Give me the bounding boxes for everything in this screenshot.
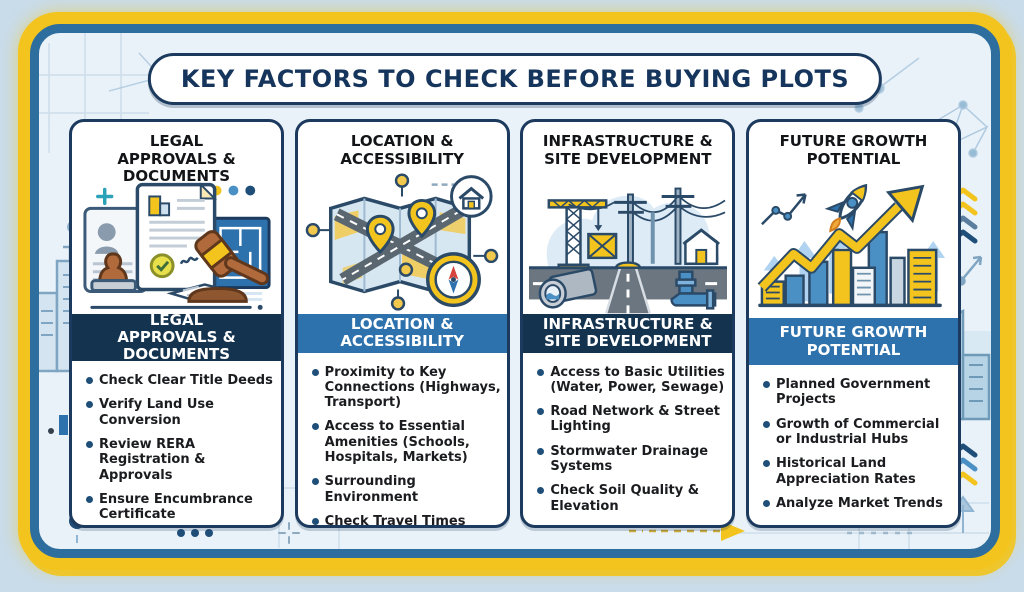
bullet-item: Review RERA Registration & Approvals — [85, 437, 276, 483]
card-bullet-list: Access to Basic Utilities (Water, Power,… — [523, 353, 732, 526]
bullet-item: Historical Land Appreciation Rates — [762, 456, 953, 487]
bullet-item: Analyze Market Trends — [762, 496, 953, 511]
legal-documents-gavel-illustration — [82, 182, 271, 310]
card-bullet-list: Check Clear Title Deeds Verify Land Use … — [72, 361, 281, 525]
card-banner-text: LEGAL APPROVALS & DOCUMENTS — [117, 310, 236, 364]
map-pins-compass-illustration — [305, 173, 499, 311]
card-banner: FUTURE GROWTH POTENTIAL — [748, 318, 958, 365]
bullet-item: Access to Essential Amenities (Schools, … — [311, 419, 502, 465]
card-banner-text: LOCATION & ACCESSIBILITY — [340, 315, 464, 351]
bullet-item: Growth of Commercial or Industrial Hubs — [762, 417, 953, 448]
card-banner: LOCATION & ACCESSIBILITY — [297, 314, 507, 353]
three-dots-icon — [177, 529, 213, 537]
bullet-item: Check Clear Title Deeds — [85, 373, 276, 388]
growth-bars-rocket-illustration — [758, 183, 946, 308]
bullet-item: Planned Government Projects — [762, 377, 953, 408]
card-header: LOCATION & ACCESSIBILITY — [298, 122, 507, 172]
card-banner-text: INFRASTRUCTURE & SITE DEVELOPMENT — [542, 315, 713, 351]
bullet-item: Road Network & Street Lighting — [536, 404, 727, 435]
card-infrastructure-development: INFRASTRUCTURE & SITE DEVELOPMENT — [520, 119, 736, 528]
card-legal-approvals: LEGAL APPROVALS & DOCUMENTS — [69, 119, 284, 528]
card-banner: INFRASTRUCTURE & SITE DEVELOPMENT — [523, 314, 733, 353]
card-bullet-list: Planned Government Projects Growth of Co… — [749, 365, 958, 525]
bullet-item: Ensure Encumbrance Certificate — [85, 492, 276, 523]
card-header-text: INFRASTRUCTURE & SITE DEVELOPMENT — [542, 132, 713, 168]
infographic-frame: KEY FACTORS TO CHECK BEFORE BUYING PLOTS… — [18, 12, 1012, 570]
bullet-item: Check Soil Quality & Elevation — [536, 483, 727, 514]
card-banner: LEGAL APPROVALS & DOCUMENTS — [72, 310, 281, 364]
card-header-text: LEGAL APPROVALS & DOCUMENTS — [117, 132, 236, 186]
bullet-item: Check Travel Times — [311, 514, 502, 525]
card-banner-text: FUTURE GROWTH POTENTIAL — [779, 323, 928, 359]
page-title: KEY FACTORS TO CHECK BEFORE BUYING PLOTS — [147, 53, 883, 105]
construction-site-road-illustration — [528, 187, 727, 314]
card-location-accessibility: LOCATION & ACCESSIBILITY — [294, 119, 510, 528]
bullet-item: Verify Land Use Conversion — [85, 397, 276, 428]
infographic-panel: KEY FACTORS TO CHECK BEFORE BUYING PLOTS… — [30, 24, 1000, 558]
factor-cards-row: LEGAL APPROVALS & DOCUMENTS — [69, 119, 961, 528]
card-header-text: LOCATION & ACCESSIBILITY — [340, 132, 464, 168]
card-header: INFRASTRUCTURE & SITE DEVELOPMENT — [523, 122, 732, 172]
bullet-item: Access to Basic Utilities (Water, Power,… — [536, 365, 727, 396]
bullet-item: Surrounding Environment — [311, 474, 502, 505]
card-header: LEGAL APPROVALS & DOCUMENTS — [72, 122, 281, 186]
card-header: FUTURE GROWTH POTENTIAL — [749, 122, 958, 172]
card-future-growth: FUTURE GROWTH POTENTIAL — [745, 119, 961, 528]
card-bullet-list: Proximity to Key Connections (Highways, … — [298, 353, 507, 525]
card-header-text: FUTURE GROWTH POTENTIAL — [779, 132, 928, 168]
bullet-item: Proximity to Key Connections (Highways, … — [311, 365, 502, 411]
bullet-item: Stormwater Drainage Systems — [536, 444, 727, 475]
